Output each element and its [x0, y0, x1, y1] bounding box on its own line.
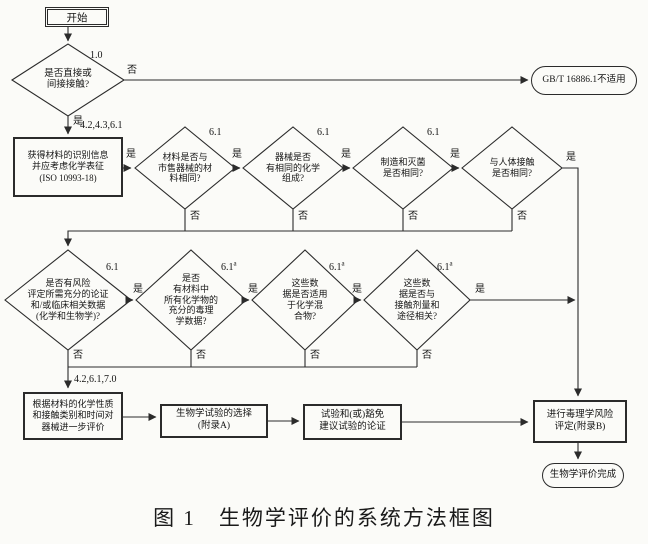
- branch-no-contact: 否: [127, 65, 137, 76]
- clause-label-bbox: 4.2,4.3,6.1: [80, 120, 123, 131]
- diamond-body-text: 与人体接触 是否相同?: [489, 157, 535, 178]
- branch-no-body: 否: [517, 211, 527, 222]
- diamond-risk-text: 是否有风险 评定所需充分的论证 和/或临床相关数据 (化学和生物学)?: [27, 278, 109, 321]
- test-selection-box: 生物学试验的选择 (附录A): [160, 404, 268, 438]
- clause-footnote-a: a: [341, 259, 345, 268]
- branch-yes-body: 是: [566, 152, 576, 163]
- branch-yes-mfg: 是: [450, 149, 460, 160]
- test-justification-box: 试验和(或)豁免 建议试验的论证: [303, 404, 402, 440]
- clause-label-mix: 6.1a: [329, 259, 345, 273]
- clause-label-chem: 6.1: [317, 127, 330, 138]
- diamond-route-text: 这些数 据是否与 接触剂量和 途径相关?: [394, 278, 440, 321]
- clause-label-material: 6.1: [209, 127, 222, 138]
- branch-no-material: 否: [190, 211, 200, 222]
- branch-no-tox: 否: [196, 350, 206, 361]
- branch-no-mix: 否: [310, 350, 320, 361]
- diamond-tox-text: 是否 有材料中 所有化学物的 充分的毒理 学数据?: [163, 273, 218, 327]
- clause-number: 6.1: [437, 262, 450, 273]
- tox-risk-assessment-box: 进行毒理学风险 评定(附录B): [533, 400, 627, 443]
- branch-yes-mix: 是: [352, 284, 362, 295]
- branch-no-risk: 否: [73, 350, 83, 361]
- branch-yes-material: 是: [232, 149, 242, 160]
- clause-label-mfg: 6.1: [427, 127, 440, 138]
- diamond-mix-text: 这些数 据是否适用 于化学混 合物?: [282, 278, 328, 321]
- clause-label-contact: 1.0: [90, 50, 103, 61]
- branch-no-mfg: 否: [408, 211, 418, 222]
- arrow-body-yes-to-nbox: [562, 167, 583, 397]
- branch-no-route: 否: [422, 350, 432, 361]
- branch-yes-bbox: 是: [126, 149, 136, 160]
- clause-number: 6.1: [329, 262, 342, 273]
- branch-yes-tox: 是: [248, 284, 258, 295]
- clause-label-kbox: 4.2,6.1,7.0: [74, 374, 117, 385]
- branch-yes-chem: 是: [341, 149, 351, 160]
- diamond-mfg-text: 制造和灭菌 是否相同?: [380, 157, 426, 178]
- done-terminal: 生物学评价完成: [542, 463, 624, 488]
- diamond-chem-text: 器械是否 有相同的化学 组成?: [265, 151, 320, 184]
- diamond-contact-text: 是否直接或 间接接触?: [44, 68, 92, 90]
- clause-footnote-a: a: [233, 259, 237, 268]
- clause-label-route: 6.1a: [437, 259, 453, 273]
- na-terminal: GB/T 16886.1不适用: [531, 66, 637, 95]
- clause-number: 6.1: [221, 262, 234, 273]
- branch-yes-risk: 是: [133, 284, 143, 295]
- figure-caption: 图 1 生物学评价的系统方法框图: [153, 506, 495, 530]
- collector-row2-to-risk: [63, 230, 512, 247]
- diamond-material-text: 材料是否与 市售器械的材 料相同?: [157, 151, 212, 184]
- clause-footnote-a: a: [449, 259, 453, 268]
- clause-label-tox: 6.1a: [221, 259, 237, 273]
- material-info-box: 获得材料的识别信息 并应考虑化学表征 (ISO 10993-18): [13, 137, 123, 197]
- further-evaluation-box: 根据材料的化学性质 和接触类别和时间对 器械进一步评价: [23, 392, 123, 440]
- branch-yes-route: 是: [475, 284, 485, 295]
- start-terminal: 开始: [45, 7, 109, 27]
- clause-label-risk: 6.1: [106, 262, 119, 273]
- branch-yes-contact: 是: [73, 116, 83, 127]
- branch-no-chem: 否: [298, 211, 308, 222]
